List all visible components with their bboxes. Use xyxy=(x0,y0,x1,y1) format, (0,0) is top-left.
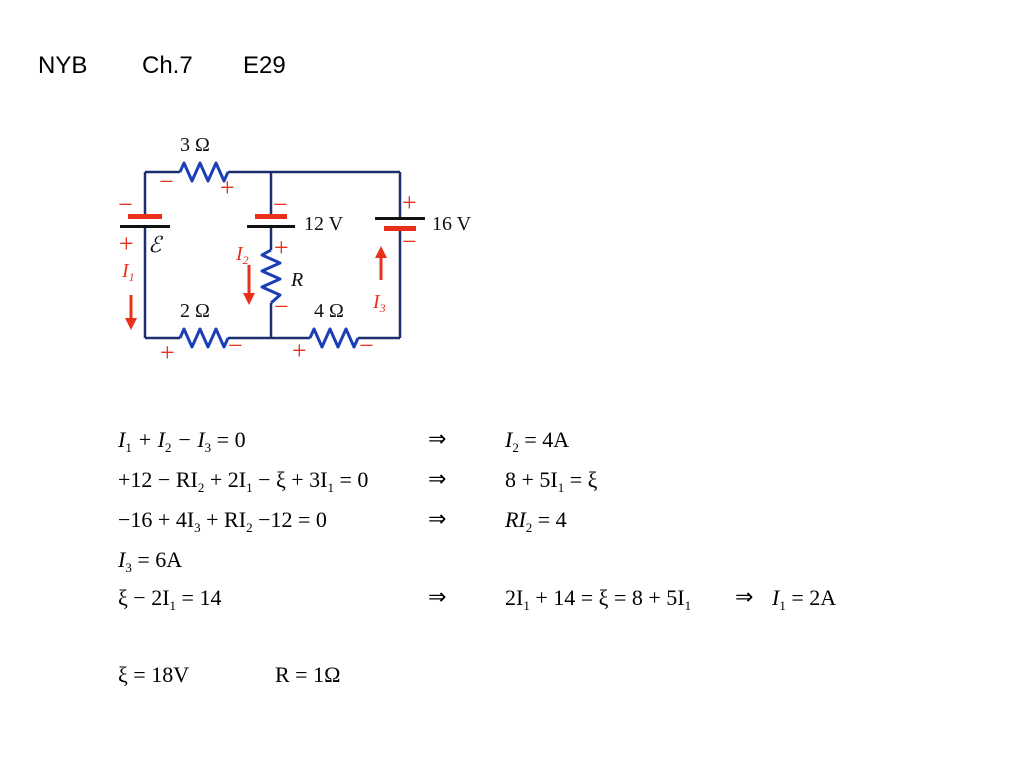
current-arrows xyxy=(125,246,387,330)
current-arrow-i1 xyxy=(125,295,137,330)
label-16v: 16 V xyxy=(432,213,472,235)
current-arrow-i2 xyxy=(243,265,255,305)
label-12v: 12 V xyxy=(304,213,344,235)
label-4-ohm: 4 Ω xyxy=(314,300,344,322)
exercise-label: E29 xyxy=(243,52,286,79)
final-answer-r: R = 1Ω xyxy=(275,662,341,687)
circuit-wires xyxy=(143,170,402,340)
equation-4-left: I3 = 6A xyxy=(118,547,183,575)
implies-arrow-5: ⇒ xyxy=(428,585,447,610)
current-arrow-i3 xyxy=(375,246,387,280)
sign-minus-3ohm-left: − xyxy=(159,167,174,196)
course-code: NYB xyxy=(38,52,88,79)
implies-arrow-3: ⇒ xyxy=(428,507,447,532)
sign-minus-emf: − xyxy=(118,190,133,219)
implies-arrow-6: ⇒ xyxy=(735,585,754,610)
implies-arrow-2: ⇒ xyxy=(428,467,447,492)
sign-plus-emf: + xyxy=(119,229,134,258)
implies-arrow-1: ⇒ xyxy=(428,427,447,452)
resistor-2-ohm xyxy=(178,327,230,349)
resistor-4-ohm xyxy=(308,327,360,349)
resistors xyxy=(178,161,360,349)
current-label-i1: I1 xyxy=(121,260,135,284)
polarity-signs: − + − + − + − + − + − + − xyxy=(118,167,417,367)
battery-emf-left xyxy=(120,214,170,228)
label-2-ohm: 2 Ω xyxy=(180,300,210,322)
current-label-i3: I3 xyxy=(372,291,386,315)
battery-16v xyxy=(375,217,425,231)
equation-1-result: I2 = 4A xyxy=(505,427,570,455)
equation-5-result: 2I1 + 14 = ξ = 8 + 5I1 xyxy=(505,585,692,613)
sign-plus-r: + xyxy=(274,233,289,262)
current-label-i2: I2 xyxy=(235,243,249,267)
circuit-diagram: 3 Ω 2 Ω 4 Ω R ℰ 12 V 16 V I1 I2 I3 − + −… xyxy=(118,134,472,367)
resistor-r xyxy=(260,248,282,305)
equation-3-left: −16 + 4I3 + RI2 −12 = 0 xyxy=(118,507,327,535)
sign-minus-12v: − xyxy=(273,190,288,219)
equation-3-result: RI2 = 4 xyxy=(505,507,567,535)
battery-12v xyxy=(247,214,295,228)
final-answer-xi: ξ = 18V xyxy=(118,662,190,687)
label-r: R xyxy=(290,269,303,291)
equation-2-left: +12 − RI2 + 2I1 − ξ + 3I1 = 0 xyxy=(118,467,369,495)
chapter-label: Ch.7 xyxy=(142,52,193,79)
sign-plus-16v: + xyxy=(402,188,417,217)
sign-minus-16v: − xyxy=(402,227,417,256)
resistor-3-ohm xyxy=(178,161,230,183)
equation-2-result: 8 + 5I1 = ξ xyxy=(505,467,598,495)
equation-5-left: ξ − 2I1 = 14 xyxy=(118,585,222,613)
label-3-ohm: 3 Ω xyxy=(180,134,210,156)
equation-5-extra: I1 = 2A xyxy=(772,585,837,613)
sign-minus-r: − xyxy=(274,292,289,321)
sign-minus-4ohm-right: − xyxy=(359,331,374,360)
equation-1-left: I1 + I2 − I3 = 0 xyxy=(118,427,246,455)
sign-plus-3ohm-right: + xyxy=(220,173,235,202)
label-emf: ℰ xyxy=(148,232,164,257)
sign-plus-2ohm-left: + xyxy=(160,338,175,367)
sign-minus-2ohm-right: − xyxy=(228,331,243,360)
sign-plus-4ohm-left: + xyxy=(292,336,307,365)
